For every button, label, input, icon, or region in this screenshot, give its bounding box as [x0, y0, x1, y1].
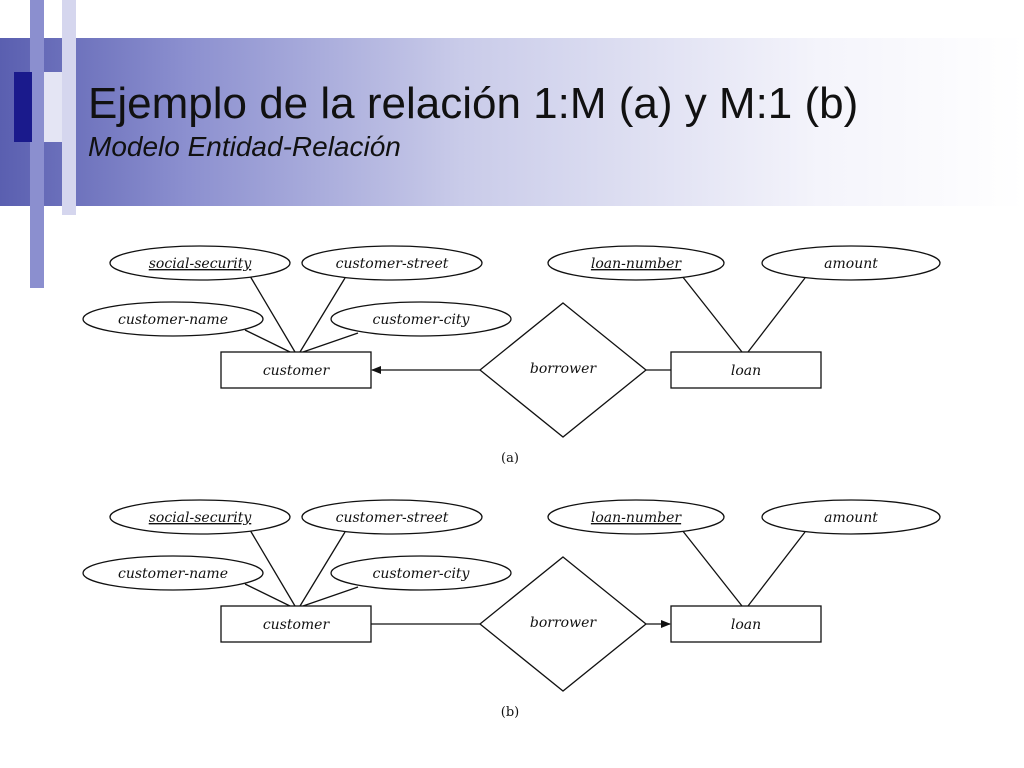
- attr-customer-city-ellipse: [330, 555, 512, 591]
- link-customer-street-customer: [299, 531, 346, 607]
- relationship-borrower: borrower: [530, 615, 597, 631]
- attr-customer-city: customer-city: [373, 312, 471, 328]
- attr-social-security-ellipse: [109, 245, 291, 281]
- link-customer-street-customer: [299, 277, 346, 353]
- attr-customer-street-ellipse: [301, 499, 483, 535]
- attr-loan-number-ellipse: [547, 499, 725, 535]
- attr-loan-number: loan-number: [591, 256, 683, 272]
- diagram-b: social-security customer-street customer…: [82, 499, 941, 720]
- attr-customer-city-ellipse: [330, 301, 512, 337]
- attr-customer-city: customer-city: [373, 566, 471, 582]
- entity-customer-box: [220, 351, 372, 389]
- header-band: [0, 38, 1024, 206]
- attr-social-security: social-security: [149, 256, 253, 272]
- link-social-security-customer: [249, 275, 296, 353]
- slide-subtitle: Modelo Entidad-Relación: [88, 131, 401, 162]
- diagram-a: social-security customer-street customer…: [82, 245, 941, 466]
- attr-customer-street-ellipse: [301, 245, 483, 281]
- link-customer-city-customer: [302, 332, 359, 353]
- attr-amount: amount: [824, 256, 878, 272]
- attr-customer-name-ellipse: [82, 555, 264, 591]
- link-amount-loan: [747, 277, 806, 353]
- link-amount-loan: [747, 531, 806, 607]
- link-loan-number-loan: [681, 275, 743, 353]
- attr-social-security: social-security: [149, 510, 253, 526]
- link-loan-number-loan: [681, 529, 743, 607]
- decor-bar-tall: [30, 0, 44, 288]
- attr-customer-name: customer-name: [118, 566, 228, 582]
- attr-amount-ellipse: [761, 245, 941, 281]
- caption-a: (a): [501, 451, 519, 466]
- slide-title: Ejemplo de la relación 1:M (a) y M:1 (b): [88, 79, 859, 128]
- decor-square-dark: [14, 72, 32, 142]
- attr-social-security-ellipse: [109, 499, 291, 535]
- entity-customer: customer: [263, 363, 331, 379]
- decor-square-light: [44, 72, 62, 142]
- attr-amount-ellipse: [761, 499, 941, 535]
- entity-customer: customer: [263, 617, 331, 633]
- link-customer-name-customer: [244, 583, 291, 607]
- attr-customer-name: customer-name: [118, 312, 228, 328]
- link-customer-name-customer: [244, 329, 291, 353]
- entity-loan: loan: [731, 617, 761, 633]
- attr-loan-number: loan-number: [591, 510, 683, 526]
- caption-b: (b): [501, 705, 519, 720]
- relationship-borrower-diamond: [478, 556, 648, 692]
- link-social-security-customer: [249, 529, 296, 607]
- title-block: Ejemplo de la relación 1:M (a) y M:1 (b)…: [88, 78, 858, 164]
- attr-customer-street: customer-street: [336, 510, 449, 526]
- decor-bar-light: [62, 0, 76, 215]
- entity-loan-box: [670, 351, 822, 389]
- link-customer-city-customer: [302, 586, 359, 607]
- relationship-borrower-diamond: [478, 302, 648, 438]
- entity-loan: loan: [731, 363, 761, 379]
- attr-amount: amount: [824, 510, 878, 526]
- attr-loan-number-ellipse: [547, 245, 725, 281]
- relationship-borrower: borrower: [530, 361, 597, 377]
- entity-customer-box: [220, 605, 372, 643]
- entity-loan-box: [670, 605, 822, 643]
- attr-customer-street: customer-street: [336, 256, 449, 272]
- attr-customer-name-ellipse: [82, 301, 264, 337]
